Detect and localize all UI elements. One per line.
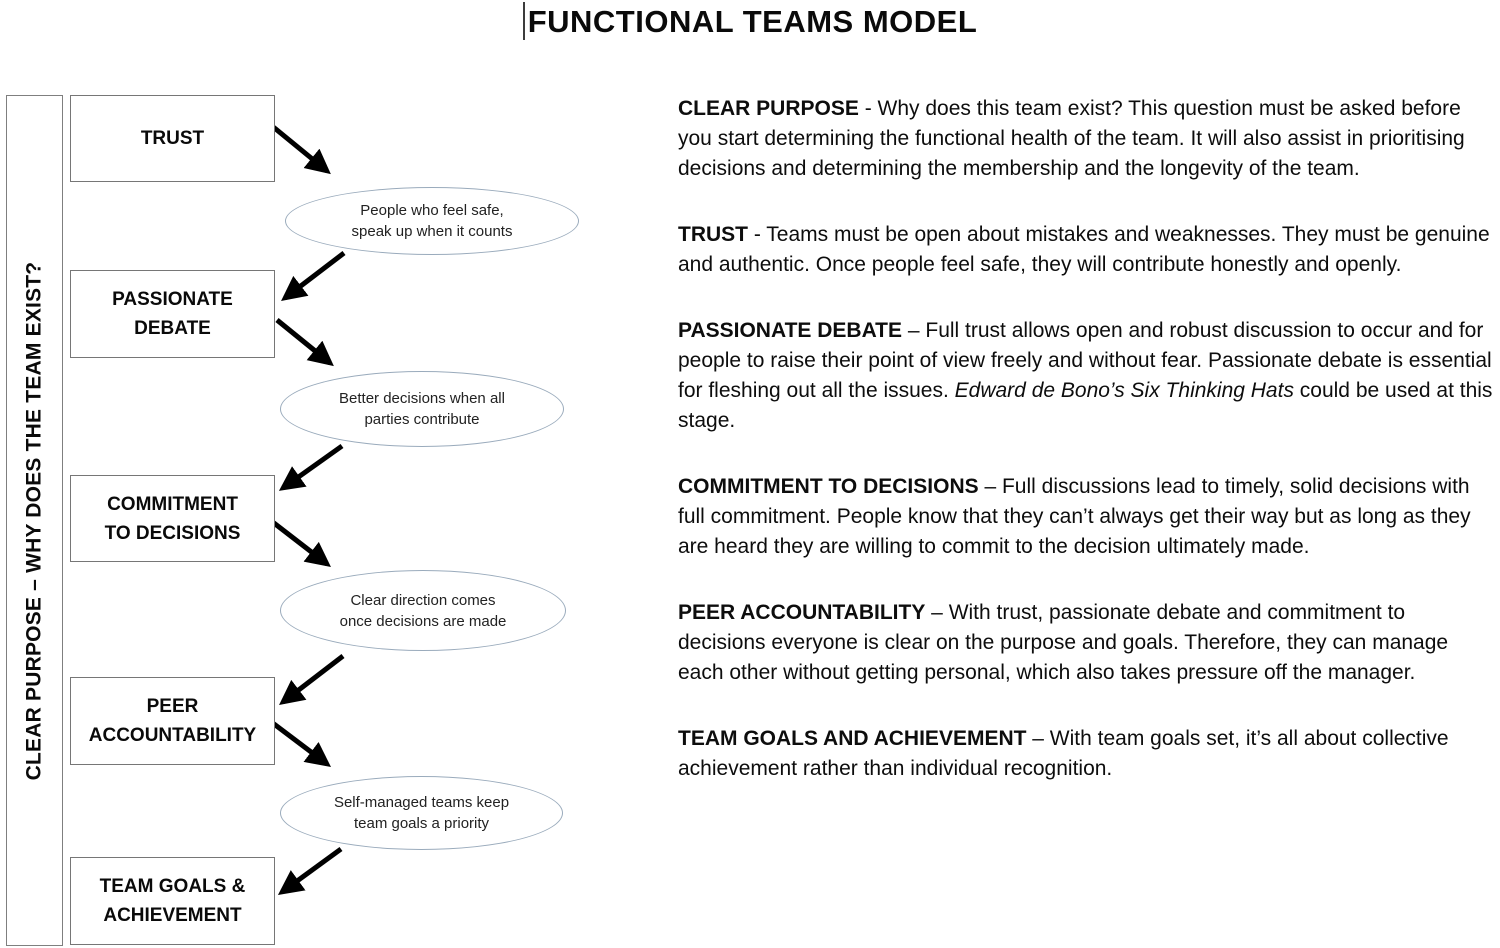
flow-ellipse-better-decisions: Better decisions when all parties contri… — [280, 371, 564, 447]
paragraph-clear-purpose: CLEAR PURPOSE - Why does this team exist… — [678, 94, 1496, 184]
flow-ellipse-feel-safe: People who feel safe, speak up when it c… — [285, 187, 579, 255]
paragraph-team-goals: TEAM GOALS AND ACHIEVEMENT – With team g… — [678, 724, 1496, 784]
paragraph-commitment-heading: COMMITMENT TO DECISIONS — [678, 475, 979, 498]
flow-box-commitment-to-decisions: COMMITMENT TO DECISIONS — [70, 475, 275, 562]
paragraph-passionate-debate-italic: Edward de Bono’s Six Thinking Hats — [954, 379, 1294, 402]
flow-box-commitment-line2: TO DECISIONS — [104, 522, 241, 544]
page-title: FUNCTIONAL TEAMS MODEL — [527, 4, 978, 39]
paragraph-clear-purpose-body: - Why does this team exist? This questio… — [678, 97, 1465, 180]
description-panel: CLEAR PURPOSE - Why does this team exist… — [678, 94, 1496, 820]
flow-box-team-goals-achievement: TEAM GOALS & ACHIEVEMENT — [70, 857, 275, 945]
paragraph-commitment-to-decisions: COMMITMENT TO DECISIONS – Full discussio… — [678, 472, 1496, 562]
flow-box-team-goals-line1: TEAM GOALS & — [99, 876, 246, 897]
flow-box-passionate-debate-line2: DEBATE — [134, 318, 211, 339]
flow-ellipse-clear-direction-line1: Clear direction comes — [350, 591, 496, 609]
paragraph-passionate-debate-body-after: could be used at this stage. — [678, 379, 1493, 432]
paragraph-peer-heading: PEER ACCOUNTABILITY — [678, 601, 926, 624]
flow-box-passionate-debate-line1: PASSIONATE — [112, 289, 233, 310]
arrow-trust-to-ellipse1 — [270, 124, 331, 175]
flow-box-trust-label: TRUST — [140, 128, 205, 149]
flow-box-trust: TRUST — [70, 95, 275, 182]
flow-box-passionate-debate: PASSIONATE DEBATE — [70, 270, 275, 358]
arrow-ellipse3-to-peer-accountability — [279, 654, 345, 706]
flow-ellipse-better-decisions-line1: Better decisions when all — [339, 390, 505, 407]
arrow-passionate-debate-to-ellipse2 — [275, 318, 334, 367]
flow-ellipse-self-managed-line2: team goals a priority — [353, 815, 490, 832]
clear-purpose-banner: CLEAR PURPOSE – WHY DOES THE TEAM EXIST? — [6, 95, 63, 946]
flow-ellipse-feel-safe-line1: People who feel safe, — [360, 202, 504, 219]
clear-purpose-banner-label: CLEAR PURPOSE – WHY DOES THE TEAM EXIST? — [22, 261, 46, 780]
paragraph-passionate-debate-heading: PASSIONATE DEBATE — [678, 319, 903, 342]
flow-ellipse-clear-direction: Clear direction comes once decisions are… — [280, 570, 566, 651]
paragraph-passionate-debate-body: – Full trust allows open and robust disc… — [678, 319, 1492, 402]
paragraph-peer-body: – With trust, passionate debate and comm… — [678, 601, 1449, 684]
flow-ellipse-self-managed-line1: Self-managed teams keep — [333, 794, 510, 811]
paragraph-commitment-body: – Full discussions lead to timely, solid… — [678, 475, 1471, 558]
flow-box-peer-line1: PEER — [146, 696, 199, 717]
paragraph-trust-body: - Teams must be open about mistakes and … — [678, 223, 1490, 276]
paragraph-peer-accountability: PEER ACCOUNTABILITY – With trust, passio… — [678, 598, 1496, 688]
paragraph-team-goals-heading: TEAM GOALS AND ACHIEVEMENT — [678, 727, 1027, 750]
arrow-ellipse1-to-passionate-debate — [281, 251, 346, 302]
flow-box-peer-line2: ACCOUNTABILITY — [88, 725, 257, 746]
paragraph-clear-purpose-heading: CLEAR PURPOSE — [678, 97, 859, 120]
flow-ellipse-better-decisions-line2: parties contribute — [364, 411, 480, 428]
paragraph-trust: TRUST - Teams must be open about mistake… — [678, 220, 1496, 280]
flow-box-team-goals-line2: ACHIEVEMENT — [103, 905, 242, 926]
flow-box-commitment-line1: COMMITMENT — [107, 493, 238, 515]
flow-ellipse-clear-direction-line2: once decisions are made — [339, 612, 507, 630]
paragraph-passionate-debate: PASSIONATE DEBATE – Full trust allows op… — [678, 316, 1496, 436]
text-cursor-icon — [522, 2, 525, 40]
paragraph-trust-heading: TRUST — [678, 223, 748, 246]
flow-box-peer-accountability: PEER ACCOUNTABILITY — [70, 677, 275, 765]
flow-ellipse-self-managed: Self-managed teams keep team goals a pri… — [280, 776, 563, 850]
paragraph-team-goals-body: – With team goals set, it’s all about co… — [678, 727, 1449, 780]
arrow-ellipse2-to-commitment — [278, 443, 344, 491]
arrow-commitment-to-ellipse3 — [268, 518, 331, 568]
title-row: FUNCTIONAL TEAMS MODEL — [0, 2, 1500, 40]
arrow-ellipse4-to-team-goals — [277, 846, 343, 895]
arrow-peer-accountability-to-ellipse4 — [268, 719, 331, 768]
flow-ellipse-feel-safe-line2: speak up when it counts — [351, 223, 513, 240]
